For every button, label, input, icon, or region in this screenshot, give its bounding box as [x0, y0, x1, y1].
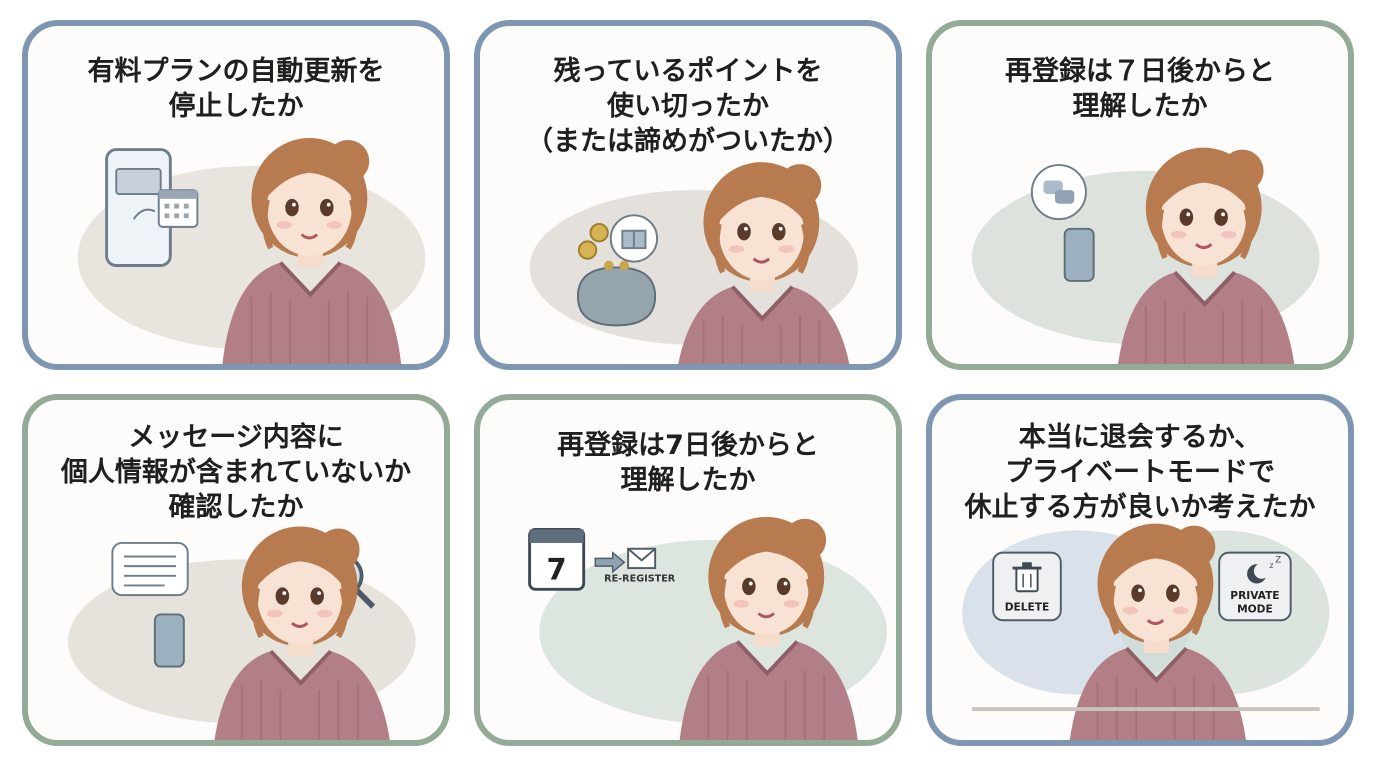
private-label-line2: MODE — [1237, 603, 1273, 616]
panel-2: 残っているポイントを 使い切ったか （または諦めがついたか） — [474, 20, 902, 370]
chat-bubble-icon — [1030, 164, 1087, 221]
coin-purse-icon — [576, 260, 657, 327]
trash-icon — [1012, 562, 1042, 593]
gift-icon — [609, 214, 659, 263]
panel-5-illustration: 7 RE-REGISTER — [528, 400, 887, 740]
svg-text:Z: Z — [1275, 555, 1281, 565]
panel-5-title: 再登録は7日後からと 理解したか — [557, 430, 819, 496]
panel-2-illustration — [529, 26, 858, 364]
calendar-icon — [157, 189, 199, 228]
calendar-day-number: 7 — [547, 553, 567, 587]
smartphone-icon — [153, 613, 185, 668]
delete-label: DELETE — [1005, 601, 1050, 614]
panel-3-illustration — [971, 26, 1320, 364]
delete-tile: DELETE — [992, 551, 1062, 622]
panel-4-illustration — [67, 400, 416, 740]
coin-icon — [577, 223, 609, 260]
svg-text:z: z — [1269, 561, 1273, 570]
panel-6-illustration: DELETE z Z PRIVATE MODE — [962, 400, 1330, 740]
private-label-line1: PRIVATE — [1230, 589, 1279, 602]
panel-6: 本当に退会するか、 プライベートモードで 休止する方が良いか考えたか DELET… — [926, 394, 1354, 746]
panel-5: 再登録は7日後からと 理解したか 7 RE-REGISTER — [474, 394, 902, 746]
panel-1: 有料プランの自動更新を 停止したか — [22, 20, 450, 370]
re-register-label: RE-REGISTER — [604, 574, 676, 585]
panel-4-title: メッセージ内容に 個人情報が含まれていないか 確認したか — [60, 422, 412, 523]
panel-1-illustration — [77, 26, 426, 364]
arrow-right-icon — [594, 551, 626, 574]
moon-sleep-icon: z Z — [1247, 555, 1281, 584]
smartphone-icon — [1063, 227, 1095, 282]
smartphone-card-icon — [105, 148, 172, 267]
panel-4: メッセージ内容に 個人情報が含まれていないか 確認したか — [22, 394, 450, 746]
panel-3: 再登録は７日後からと 理解したか — [926, 20, 1354, 370]
panel-1-title: 有料プランの自動更新を 停止したか — [87, 56, 385, 122]
panel-3-title: 再登録は７日後からと 理解したか — [1005, 56, 1275, 122]
private-mode-tile: z Z PRIVATE MODE — [1218, 551, 1292, 622]
panel-2-title: 残っているポイントを 使い切ったか （または諦めがついたか） — [526, 56, 850, 157]
panel-6-title: 本当に退会するか、 プライベートモードで 休止する方が良いか考えたか — [964, 422, 1316, 523]
message-bubble-icon — [111, 541, 189, 597]
envelope-icon — [627, 547, 657, 570]
calendar-7-icon: 7 — [528, 527, 586, 591]
